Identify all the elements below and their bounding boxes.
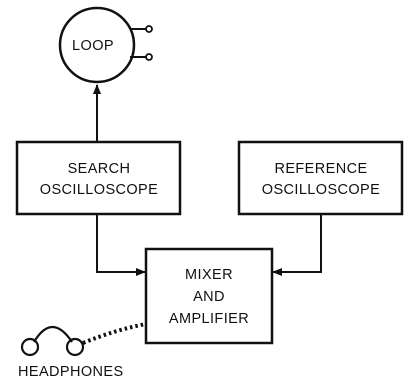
loop-terminal-bottom — [145, 53, 153, 61]
reference-oscilloscope-box: REFERENCE OSCILLOSCOPE — [237, 140, 404, 216]
mixer-amplifier-border — [144, 247, 274, 345]
reference-to-mixer-arrow — [272, 214, 322, 276]
mixer-amplifier-box: MIXER AND AMPLIFIER — [144, 247, 274, 345]
search-to-mixer-arrow — [96, 214, 146, 276]
loop-terminal-top — [145, 25, 153, 33]
headphones-left-earpiece — [20, 337, 40, 357]
headphones-right-earpiece — [65, 337, 85, 357]
mixer-amplifier-line1: MIXER — [185, 267, 233, 283]
search-oscilloscope-line2: OSCILLOSCOPE — [40, 182, 158, 198]
reference-oscilloscope-line1: REFERENCE — [274, 161, 367, 177]
headphones-band — [33, 325, 73, 343]
headphones-label: HEADPHONES — [18, 364, 124, 380]
loop-antenna: LOOP — [58, 6, 153, 84]
search-oscilloscope-border — [15, 140, 182, 216]
mixer-amplifier-line3: AMPLIFIER — [169, 311, 249, 327]
headphones: HEADPHONES — [18, 322, 147, 380]
search-oscilloscope-box: SEARCH OSCILLOSCOPE — [15, 140, 182, 216]
mixer-amplifier-line2: AND — [193, 289, 225, 305]
loop-label: LOOP — [72, 38, 114, 54]
reference-oscilloscope-line2: OSCILLOSCOPE — [262, 182, 380, 198]
loop-circle — [58, 6, 136, 84]
search-oscilloscope-line1: SEARCH — [68, 161, 131, 177]
headphones-cable — [82, 322, 147, 345]
reference-oscilloscope-border — [237, 140, 404, 216]
